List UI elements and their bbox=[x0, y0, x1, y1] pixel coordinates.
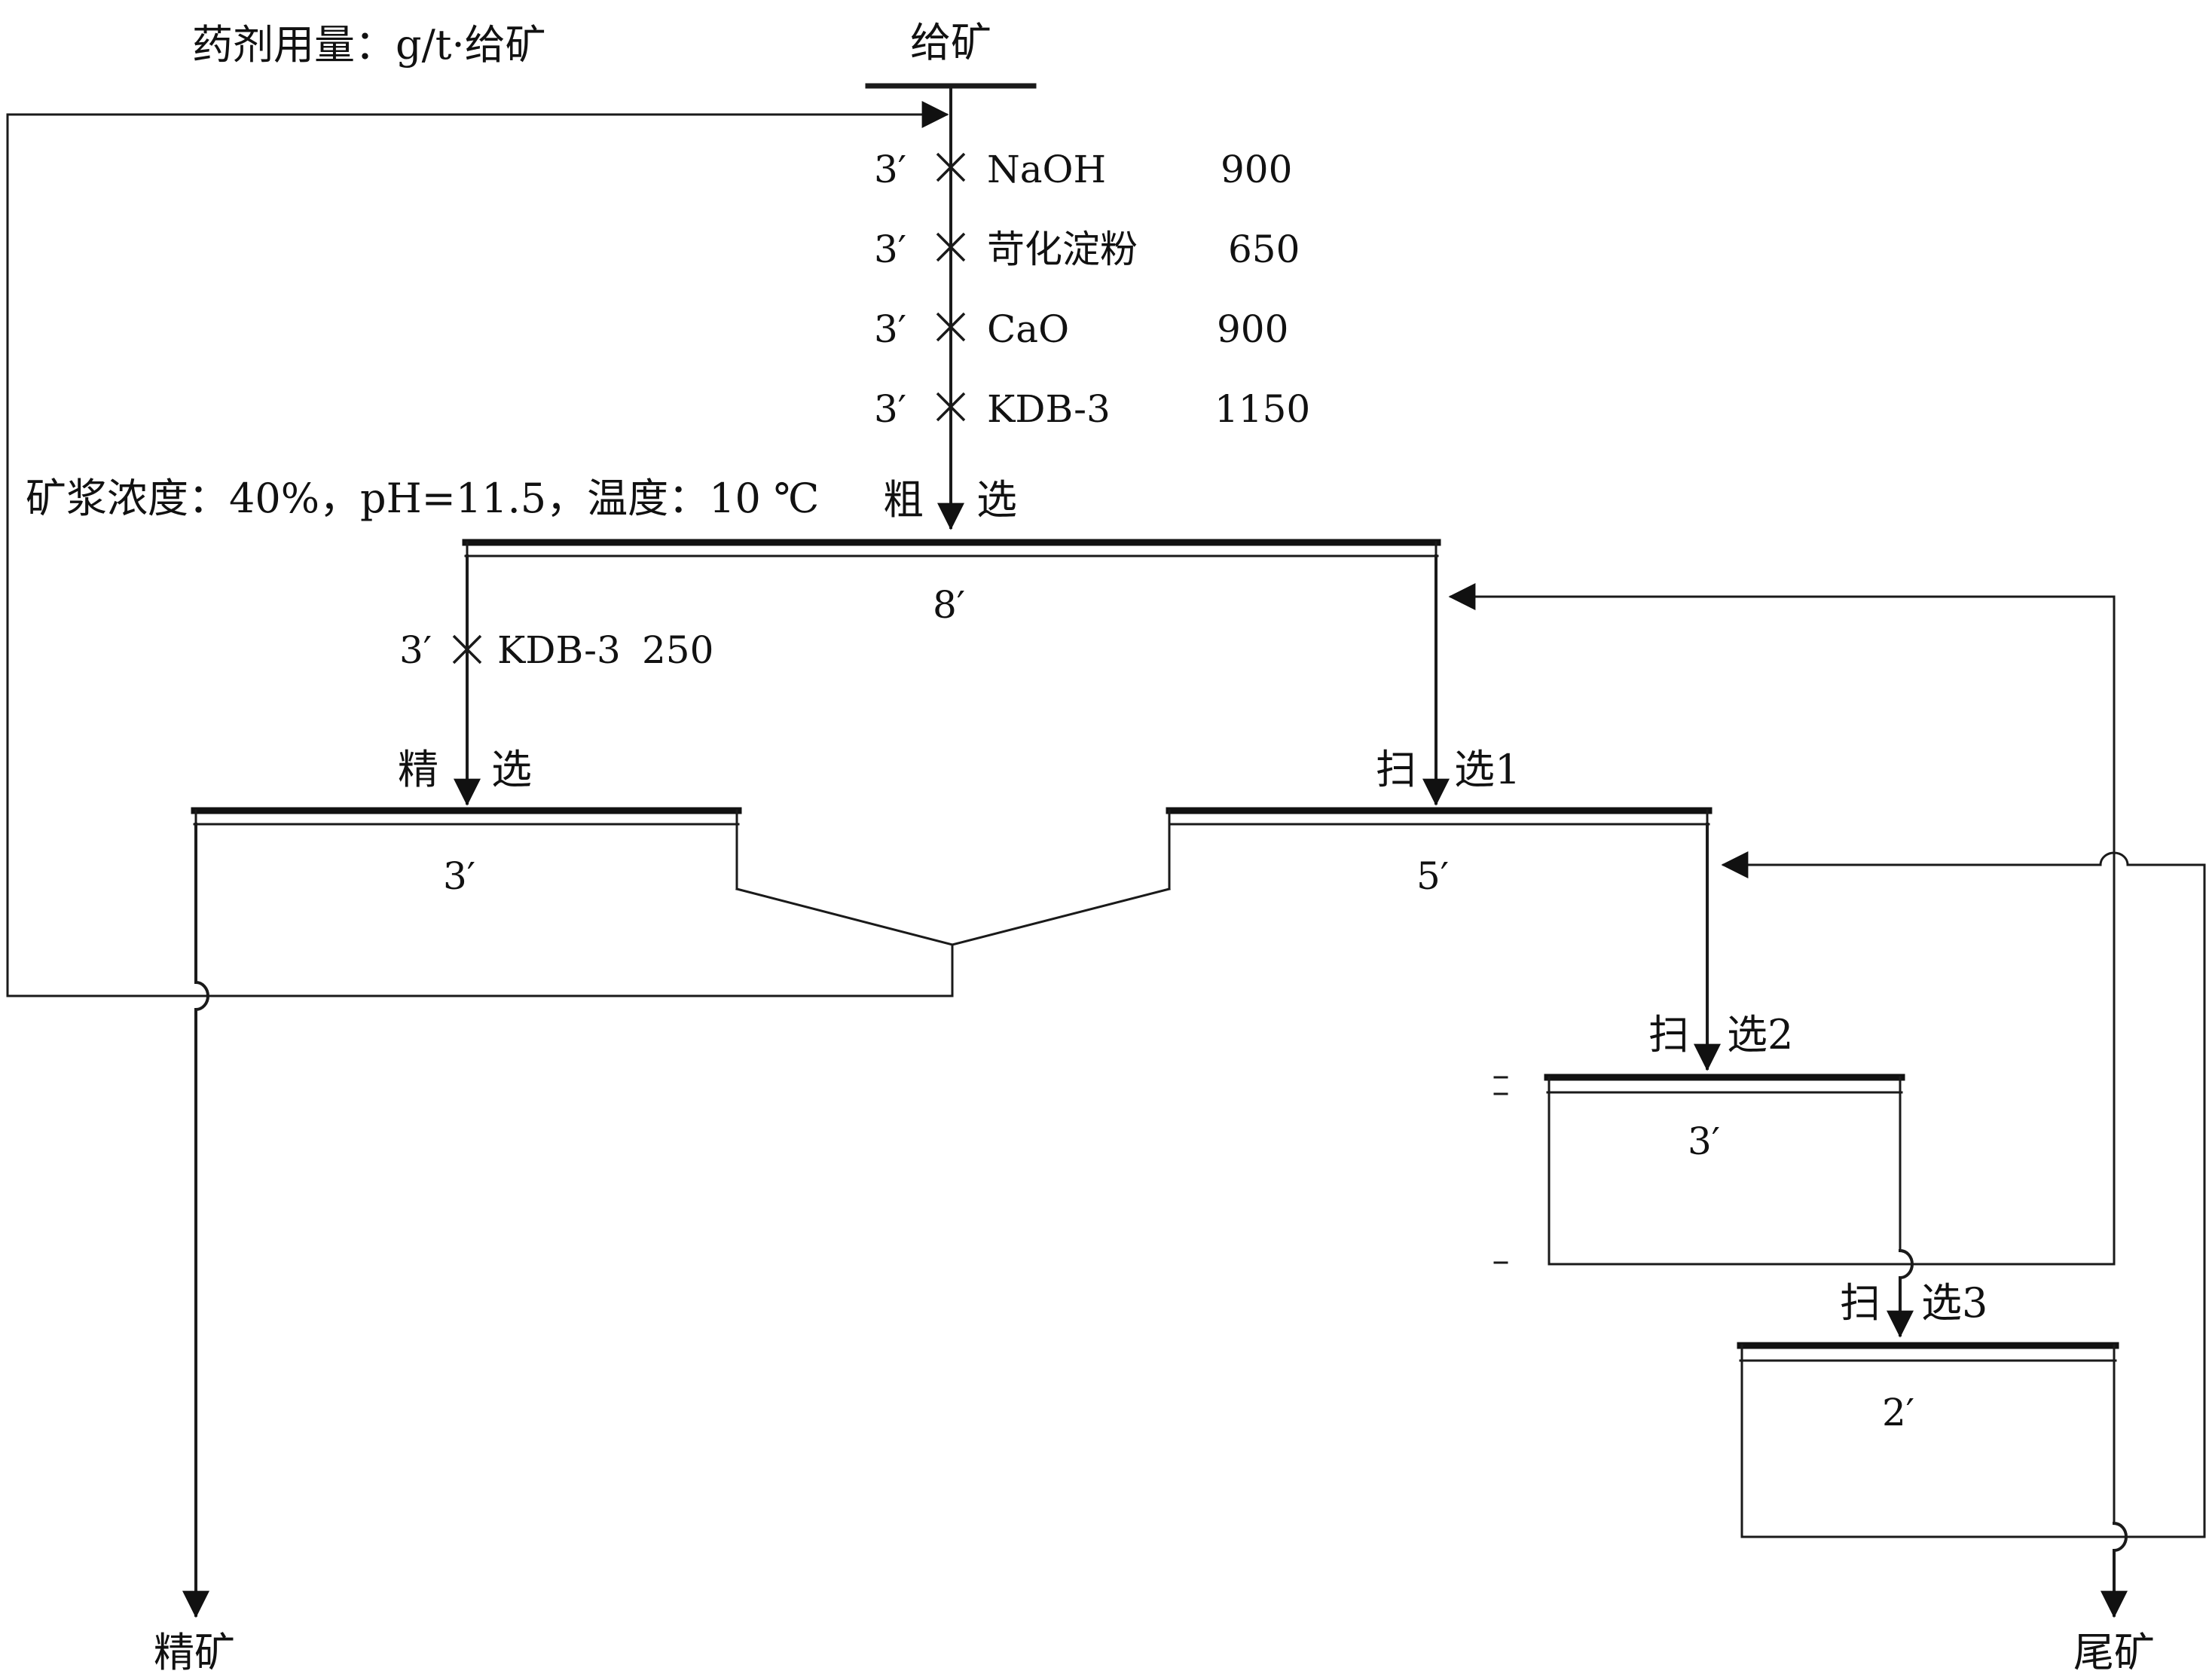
middlings-merge-line bbox=[735, 887, 1171, 946]
rougher-cell bbox=[462, 539, 1441, 557]
scavenger1-cell bbox=[1166, 807, 1713, 890]
reagent-row-2: 3′ CaO 900 bbox=[874, 307, 1288, 351]
scavenger1-time: 5′ bbox=[1416, 854, 1449, 898]
scavenger1-label-left: 扫 bbox=[1376, 746, 1416, 793]
reagent-name: KDB-3 bbox=[987, 387, 1111, 431]
scavenger1-label-right: 选1 bbox=[1454, 746, 1520, 793]
cleaner-time: 3′ bbox=[443, 854, 475, 898]
scavenger3-cell bbox=[1737, 1342, 2119, 1538]
concentrate-line bbox=[182, 823, 209, 1618]
reagent-dose: 900 bbox=[1221, 148, 1292, 191]
reagent-time: 3′ bbox=[874, 148, 906, 191]
reagent-row-0: 3′ NaOH 900 bbox=[874, 148, 1292, 191]
cleaner-reagent: 3′ KDB-3 250 bbox=[399, 628, 713, 672]
dosage-unit-label: 药剂用量：g/t·给矿 bbox=[192, 21, 546, 69]
rougher-label-right: 选 bbox=[976, 476, 1017, 524]
scavenger3-label-left: 扫 bbox=[1840, 1279, 1881, 1327]
pulp-conditions-label: 矿浆浓度：40%，pH=11.5，温度：10 ℃ bbox=[26, 475, 819, 522]
cleaner-cell bbox=[191, 807, 742, 890]
scavenger2-label-right: 选2 bbox=[1727, 1011, 1793, 1058]
reagent-time: 3′ bbox=[874, 387, 906, 431]
scavenger2-to-scavenger3-line bbox=[1887, 1248, 1914, 1338]
reagent-name: CaO bbox=[987, 307, 1069, 351]
reagent-time: 3′ bbox=[874, 307, 906, 351]
scavenger3-time: 2′ bbox=[1882, 1391, 1914, 1434]
scavenger2-return-line bbox=[1448, 583, 2116, 1266]
middlings-return-line bbox=[6, 101, 954, 997]
reagent-time: 3′ bbox=[874, 228, 906, 271]
cleaner-label-right: 选 bbox=[491, 746, 532, 793]
reagent-name: NaOH bbox=[987, 148, 1106, 191]
tailings-line bbox=[2101, 1521, 2128, 1618]
reagent-dose: 650 bbox=[1228, 228, 1300, 271]
reagent-row-3: 3′ KDB-3 1150 bbox=[874, 387, 1310, 431]
scavenger3-label-right: 选3 bbox=[1921, 1279, 1987, 1327]
concentrate-label: 精矿 bbox=[154, 1629, 235, 1676]
reagent-row-1: 3′ 苛化淀粉 650 bbox=[874, 228, 1300, 271]
cleaner-reagent-time: 3′ bbox=[399, 628, 432, 672]
scavenger2-time: 3′ bbox=[1688, 1119, 1720, 1163]
tailings-label: 尾矿 bbox=[2073, 1629, 2155, 1676]
rougher-time: 8′ bbox=[933, 583, 965, 627]
reagent-dose: 900 bbox=[1217, 307, 1288, 351]
cleaner-reagent-dose: 250 bbox=[642, 628, 713, 672]
scavenger3-return-line bbox=[1721, 851, 2206, 1538]
scavenger2-label-left: 扫 bbox=[1648, 1011, 1689, 1058]
cleaner-label-left: 精 bbox=[398, 746, 438, 793]
reagent-dose: 1150 bbox=[1214, 387, 1310, 431]
cleaner-reagent-name: KDB-3 bbox=[497, 628, 621, 672]
feed-label: 给矿 bbox=[910, 19, 991, 66]
rougher-label-left: 粗 bbox=[883, 476, 924, 524]
scavenger2-cell bbox=[1544, 1074, 1905, 1266]
reagent-name: 苛化淀粉 bbox=[987, 228, 1138, 271]
